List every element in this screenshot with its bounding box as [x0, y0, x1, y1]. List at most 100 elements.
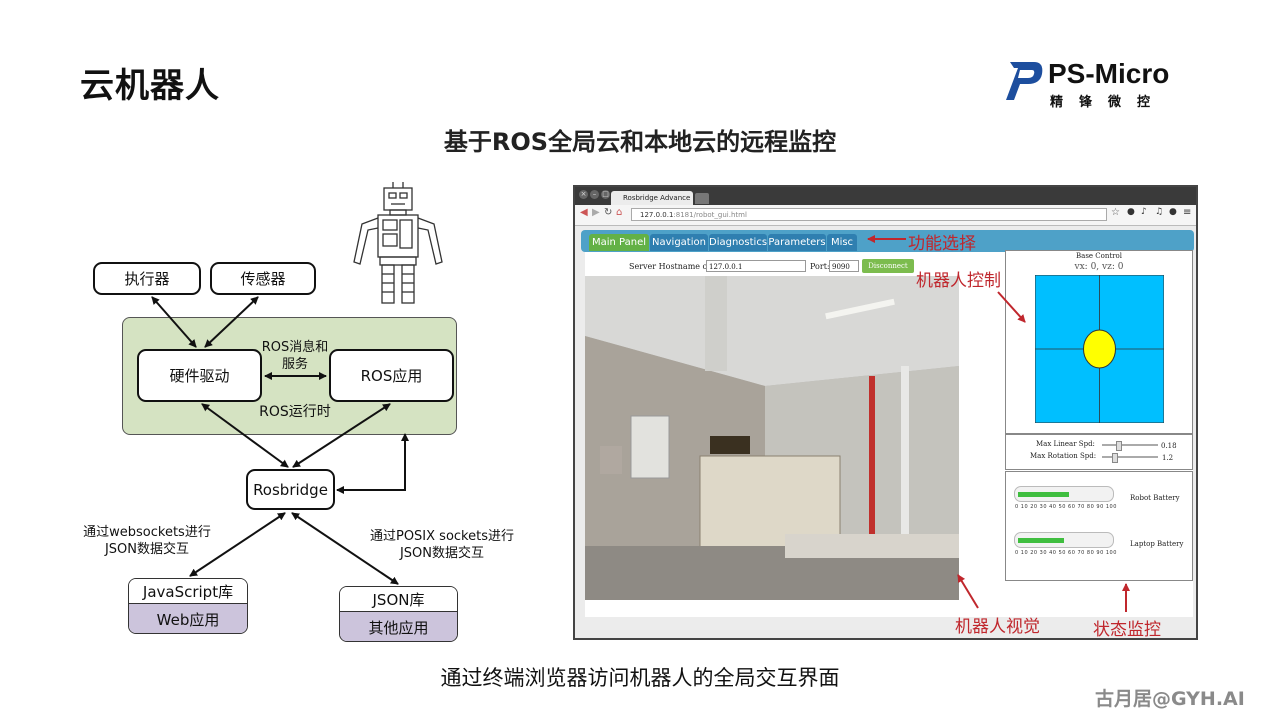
max-linear-slider[interactable] [1102, 441, 1158, 451]
json-stack: JSON库 其他应用 [339, 586, 458, 642]
ps-micro-logo-icon [1006, 62, 1043, 100]
base-control-title: Base Control [1076, 252, 1122, 260]
sensor-label: 传感器 [240, 270, 286, 288]
port-input[interactable]: 9090 [829, 260, 859, 272]
home-icon[interactable]: ⌂ [616, 207, 623, 218]
slider-thumb[interactable] [1116, 441, 1122, 451]
browser-toolbar: ◀ ▶ ↻ ⌂ 127.0.0.1:8181/robot_gui.html ☆ … [575, 205, 1196, 226]
annotation-function-select: 功能选择 [908, 234, 976, 254]
slide-caption: 通过终端浏览器访问机器人的全局交互界面 [440, 666, 840, 690]
arrow-driver-rosbridge [201, 403, 289, 468]
rosbridge-label: Rosbridge [253, 480, 328, 499]
max-rotation-label: Max Rotation Spd: [1030, 452, 1097, 460]
ros-messages-label: ROS消息和 服务 [255, 339, 335, 373]
browser-window: × – □ Rosbridge Advance ◀ ▶ ↻ ⌂ 127.0.0.… [573, 185, 1198, 640]
extension-icon[interactable]: ♫ [1155, 207, 1164, 217]
tab-navigation[interactable]: Navigation [650, 234, 708, 251]
watermark: 古月居@GYH.AI [1095, 688, 1245, 710]
extension-icon[interactable]: ♪ [1141, 207, 1147, 217]
arrow-rosbridge-js [189, 512, 286, 577]
ros-messages-line2: 服务 [281, 357, 308, 372]
annotation-arrows [867, 235, 1130, 612]
reload-icon[interactable]: ↻ [604, 207, 613, 218]
rosbridge-box: Rosbridge [246, 469, 335, 510]
server-hostname-label: Server Hostname or IP: [629, 262, 725, 271]
actuator-label: 执行器 [124, 270, 170, 288]
address-bar[interactable]: 127.0.0.1:8181/robot_gui.html [631, 208, 1107, 221]
posix-sockets-label: 通过POSIX sockets进行 JSON数据交互 [352, 528, 532, 562]
ros-messages-line1: ROS消息和 [261, 340, 329, 355]
posix-line1: 通过POSIX sockets进行 [369, 529, 514, 544]
laptop-battery-scale: 0 10 20 30 40 50 60 70 80 90 100 [1015, 550, 1117, 556]
posix-line2: JSON数据交互 [399, 546, 485, 561]
new-tab-button[interactable] [695, 193, 709, 204]
sensor-box: 传感器 [210, 262, 316, 295]
logo-name: PS-Micro [1048, 58, 1170, 89]
disconnect-button[interactable]: Disconnect [862, 259, 914, 273]
minimize-window-icon[interactable]: – [590, 190, 599, 199]
ros-app-box: ROS应用 [329, 349, 454, 402]
port-label: Port: [810, 262, 830, 271]
joystick-knob [1083, 329, 1116, 369]
slide-subtitle: 基于ROS全局云和本地云的远程监控 [443, 128, 837, 156]
json-lib-label: JSON库 [340, 587, 457, 612]
max-linear-label: Max Linear Spd: [1036, 440, 1095, 448]
status-monitor-panel: 0 10 20 30 40 50 60 70 80 90 100 Robot B… [1005, 471, 1193, 581]
tab-main-panel[interactable]: Main Panel [589, 234, 649, 251]
url-path: :8181/robot_gui.html [673, 211, 747, 219]
browser-tab[interactable]: Rosbridge Advance [611, 191, 693, 205]
javascript-stack: JavaScript库 Web应用 [128, 578, 248, 634]
laptop-battery-fill [1018, 538, 1064, 543]
forward-icon[interactable]: ▶ [592, 207, 600, 218]
speed-settings-panel: Max Linear Spd: Max Rotation Spd: 0.18 1… [1005, 434, 1193, 470]
laptop-battery-gauge [1014, 532, 1114, 548]
max-rotation-slider[interactable] [1102, 453, 1158, 463]
main-panel-page: Server Hostname or IP: 127.0.0.1 Port: 9… [585, 250, 1193, 617]
ros-app-label: ROS应用 [360, 367, 423, 385]
robot-battery-fill [1018, 492, 1069, 497]
arrow-rosapp-rosbridge [292, 403, 391, 468]
arrow-to-camera [957, 574, 979, 609]
arrow-rosbridge-runtime [336, 433, 409, 494]
arrow-sensor-driver [204, 296, 259, 348]
extension-icon[interactable]: ● [1127, 207, 1135, 217]
tab-diagnostics[interactable]: Diagnostics [709, 234, 767, 251]
url-host: 127.0.0.1 [640, 211, 674, 219]
arrow-rosbridge-json [291, 512, 399, 585]
menu-icon[interactable]: ≡ [1183, 207, 1192, 218]
base-control-panel: Base Control vx: 0, vz: 0 [1005, 250, 1193, 434]
hardware-driver-box: 硬件驱动 [137, 349, 262, 402]
annotation-robot-control: 机器人控制 [916, 271, 1001, 291]
server-hostname-input[interactable]: 127.0.0.1 [706, 260, 806, 272]
joystick-pad[interactable] [1035, 275, 1164, 423]
max-rotation-value: 1.2 [1162, 454, 1174, 462]
diagram-arrows [151, 296, 409, 585]
annotation-robot-vision: 机器人视觉 [955, 617, 1040, 637]
browser-titlebar: × – □ Rosbridge Advance [575, 187, 1196, 205]
websockets-label: 通过websockets进行 JSON数据交互 [62, 524, 232, 558]
tab-parameters[interactable]: Parameters [768, 234, 826, 251]
extension-icon[interactable]: ● [1169, 207, 1177, 217]
back-icon[interactable]: ◀ [580, 207, 588, 218]
websockets-line2: JSON数据交互 [104, 542, 190, 557]
bookmark-star-icon[interactable]: ☆ [1111, 207, 1120, 218]
robot-battery-scale: 0 10 20 30 40 50 60 70 80 90 100 [1015, 504, 1117, 510]
web-app-label: Web应用 [129, 604, 247, 633]
javascript-lib-label: JavaScript库 [129, 579, 247, 604]
robot-illustration-icon [353, 182, 443, 304]
annotation-status-monitor: 状态监控 [1093, 620, 1161, 640]
maximize-window-icon[interactable]: □ [601, 190, 610, 199]
close-window-icon[interactable]: × [579, 190, 588, 199]
laptop-battery-label: Laptop Battery [1130, 540, 1184, 548]
websockets-line1: 通过websockets进行 [83, 525, 211, 540]
other-app-label: 其他应用 [340, 612, 457, 641]
browser-tab-title: Rosbridge Advance [623, 194, 691, 202]
slider-thumb[interactable] [1112, 453, 1118, 463]
robot-camera-view [585, 276, 959, 600]
arrow-to-joystick [997, 291, 1026, 323]
tab-misc[interactable]: Misc [827, 234, 857, 251]
actuator-box: 执行器 [93, 262, 201, 295]
robot-battery-label: Robot Battery [1130, 494, 1180, 502]
logo-chinese-name: 精锋微控 [1050, 95, 1167, 110]
slide-title: 云机器人 [80, 66, 220, 106]
